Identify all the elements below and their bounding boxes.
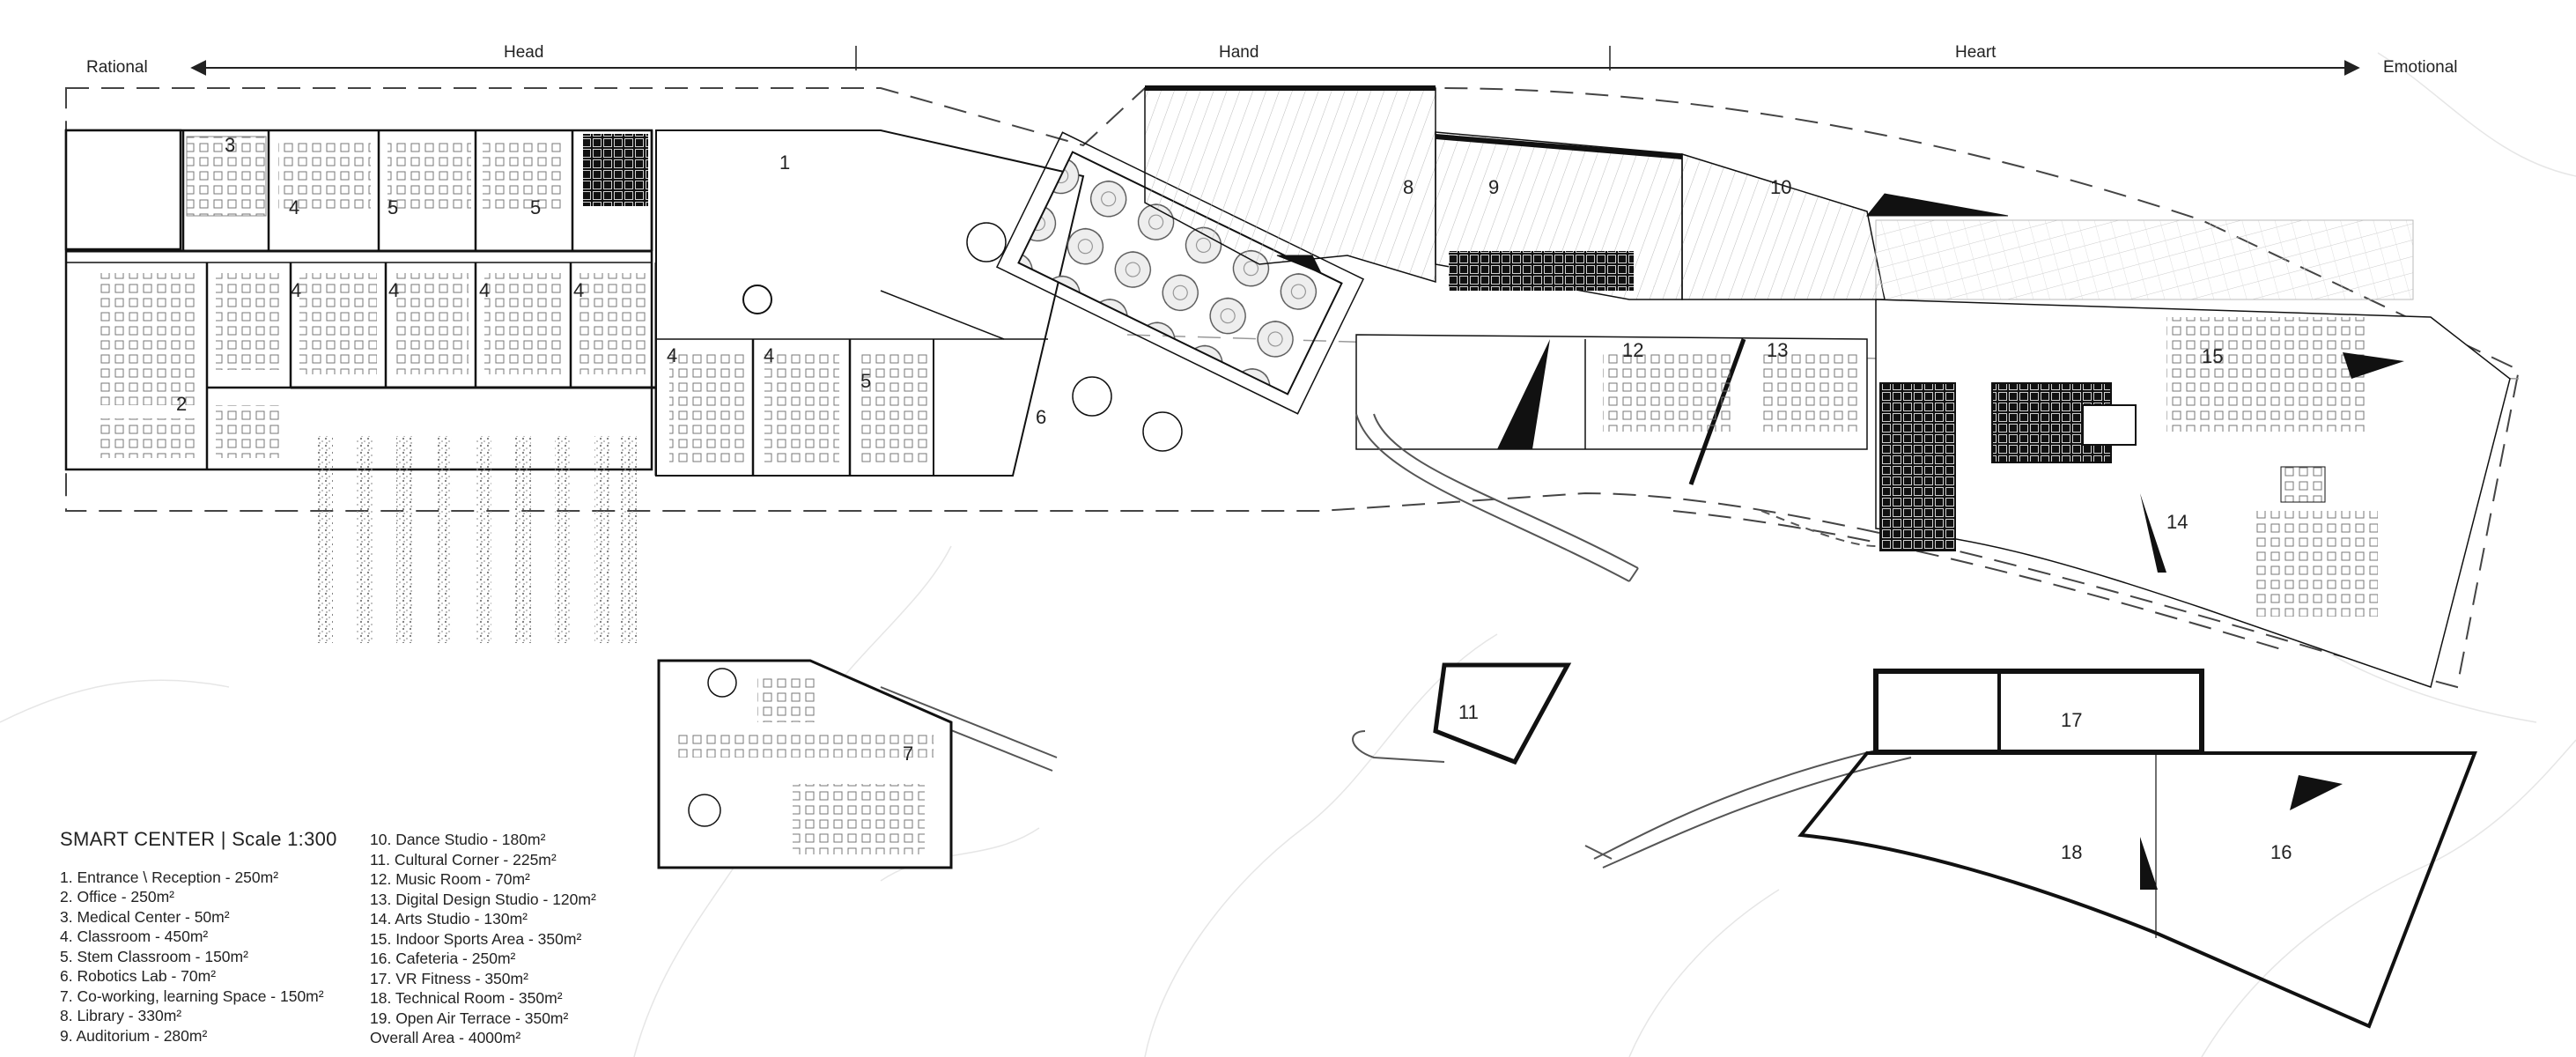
spectrum-right-label: Emotional — [2383, 58, 2458, 77]
room-label: 4 — [479, 279, 490, 301]
legend-item: 12. Music Room - 70m² — [370, 870, 530, 888]
room-label: 14 — [2166, 511, 2188, 533]
spectrum-axis — [190, 46, 2360, 76]
legend-item: 6. Robotics Lab - 70m² — [60, 967, 217, 985]
spectrum-left-label: Rational — [86, 58, 148, 77]
legend-item: 10. Dance Studio - 180m² — [370, 831, 546, 848]
terrace-vr — [1797, 751, 2477, 1029]
spectrum-segment-head: Head — [504, 43, 544, 62]
technical-room — [1873, 669, 2204, 755]
room-label: 5 — [388, 196, 398, 218]
gravel-garden — [317, 436, 637, 643]
legend-item: 8. Library - 330m² — [60, 1007, 182, 1024]
legend-column-2: 10. Dance Studio - 180m² 11. Cultural Co… — [370, 830, 596, 1048]
cafeteria-roof — [1875, 219, 2414, 300]
room-label: 4 — [573, 279, 584, 301]
room-label: 12 — [1622, 339, 1643, 361]
legend-item: Overall Area - 4000m² — [370, 1029, 521, 1046]
legend-column-1: SMART CENTER | Scale 1:300 1. Entrance \… — [60, 828, 337, 1046]
central-west — [655, 129, 1183, 477]
room-label: 16 — [2270, 841, 2292, 863]
legend-item: 16. Cafeteria - 250m² — [370, 950, 516, 967]
room-label: 4 — [291, 279, 301, 301]
room-label: 5 — [860, 370, 871, 392]
room-label: 13 — [1767, 339, 1788, 361]
spectrum-segment-heart: Heart — [1955, 43, 1997, 62]
room-label: 4 — [289, 196, 299, 218]
legend-item: 9. Auditorium - 280m² — [60, 1026, 208, 1045]
room-label: 1 — [779, 152, 790, 174]
auditorium-wing — [1144, 85, 2009, 300]
room-label: 18 — [2061, 841, 2082, 863]
legend-item: 1. Entrance \ Reception - 250m² — [60, 868, 279, 886]
room-label: 4 — [667, 344, 677, 366]
room-label: 15 — [2202, 345, 2223, 367]
room-label: 2 — [176, 393, 187, 415]
room-label: 4 — [764, 344, 774, 366]
room-label: 3 — [225, 134, 235, 156]
room-label: 10 — [1770, 176, 1791, 198]
legend-item: 11. Cultural Corner - 225m² — [370, 850, 557, 869]
ramps — [875, 413, 1912, 869]
studios — [1355, 334, 1868, 485]
west-wing — [64, 129, 658, 476]
legend-title: SMART CENTER | Scale 1:300 — [60, 828, 337, 850]
legend-item: 2. Office - 250m² — [60, 888, 175, 905]
legend-item: 7. Co-working, learning Space - 150m² — [60, 987, 324, 1005]
room-numbers: 1 2 3 4 4 4 4 4 4 4 5 5 5 6 7 8 9 10 11 … — [176, 134, 2292, 863]
legend-item: 14. Arts Studio - 130m² — [370, 910, 528, 928]
legend-item: 18. Technical Room - 350m² — [370, 989, 563, 1007]
room-label: 11 — [1458, 701, 1479, 723]
legend-item: 13. Digital Design Studio - 120m² — [370, 890, 596, 908]
room-label: 7 — [903, 743, 913, 765]
library — [657, 659, 953, 869]
room-label: 4 — [388, 279, 399, 301]
east-wing — [1875, 299, 2511, 688]
legend-item: 3. Medical Center - 50m² — [60, 907, 230, 926]
legend-item: 15. Indoor Sports Area - 350m² — [370, 929, 582, 948]
room-label: 9 — [1488, 176, 1499, 198]
legend-item: 19. Open Air Terrace - 350m² — [370, 1009, 569, 1027]
legend-item: 4. Classroom - 450m² — [60, 928, 209, 945]
legend-item: 5. Stem Classroom - 150m² — [60, 947, 248, 965]
room-label: 17 — [2061, 709, 2082, 731]
music-room — [1433, 662, 1572, 765]
room-label: 5 — [530, 196, 541, 218]
room-label: 8 — [1403, 176, 1413, 198]
spectrum-segment-hand: Hand — [1219, 43, 1259, 62]
room-label: 6 — [1036, 406, 1046, 428]
legend-item: 17. VR Fitness - 350m² — [370, 969, 528, 987]
